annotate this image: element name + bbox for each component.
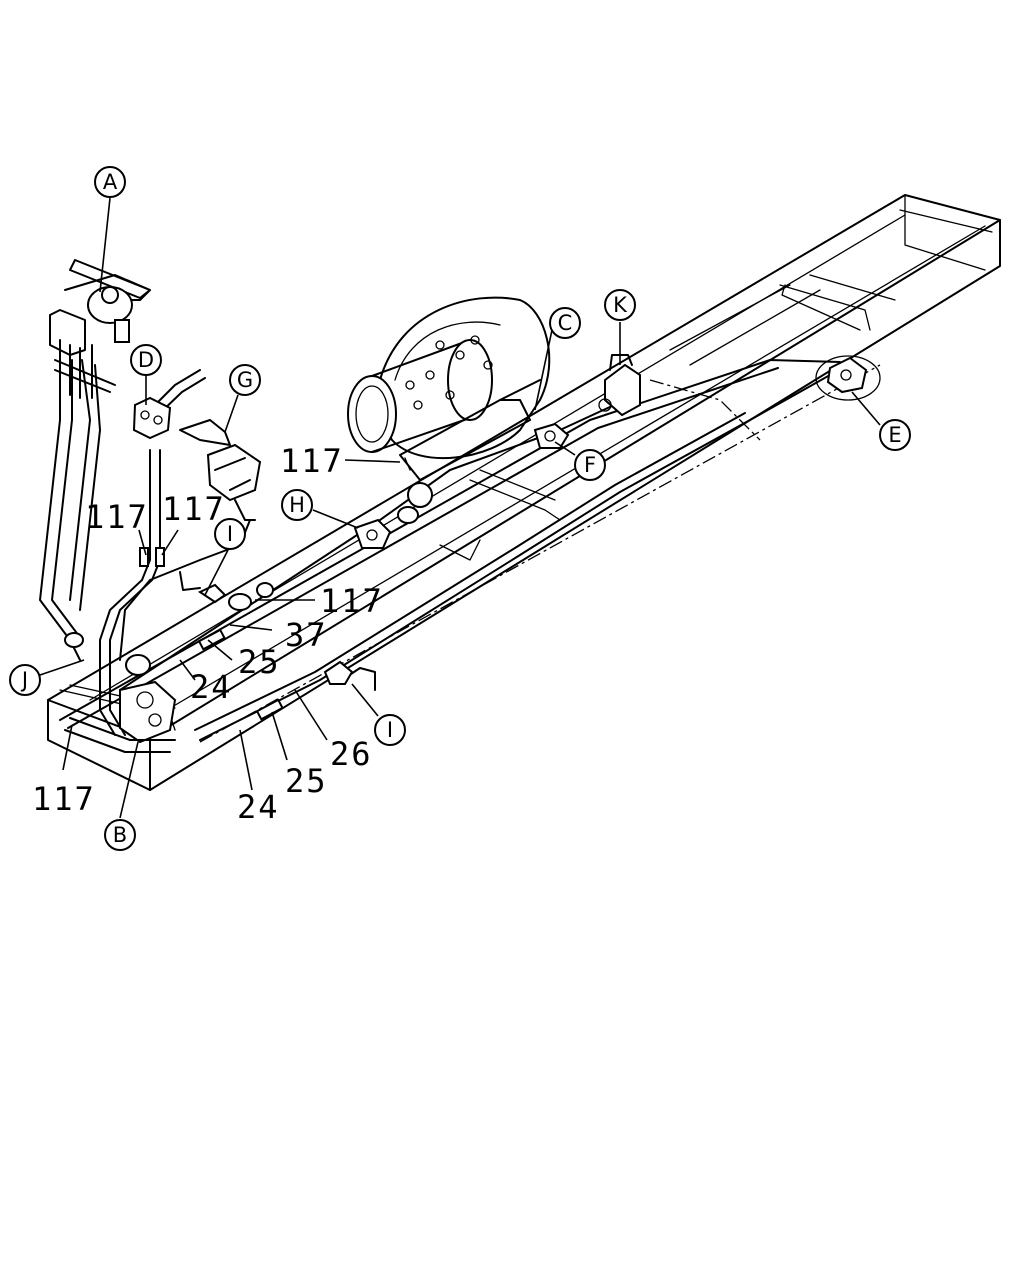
valve-D <box>132 396 172 440</box>
callout-E: E <box>879 419 911 451</box>
part-24-lower: 24 <box>237 788 280 826</box>
part-26: 26 <box>330 735 373 773</box>
tank-assembly <box>347 296 551 481</box>
svg-text:B: B <box>113 823 127 847</box>
part-37: 37 <box>285 616 328 654</box>
part-24-upper: 24 <box>190 668 233 706</box>
part-25-lower: 25 <box>285 762 328 800</box>
part-117-bottom: 117 <box>32 780 96 818</box>
fittings <box>64 482 433 721</box>
svg-text:I: I <box>227 522 233 546</box>
callout-I-upper: I <box>214 518 246 550</box>
valve-E <box>815 355 881 401</box>
svg-text:D: D <box>138 348 154 372</box>
valve-H <box>353 506 419 549</box>
svg-text:K: K <box>613 293 628 317</box>
svg-text:H: H <box>289 493 305 517</box>
valve-G <box>179 419 262 521</box>
callout-F: F <box>574 449 606 481</box>
part-25-upper: 25 <box>238 643 281 681</box>
leader-lines <box>39 197 881 819</box>
chassis-frame <box>47 194 1001 791</box>
svg-text:J: J <box>20 668 28 692</box>
callout-K: K <box>604 289 636 321</box>
part-117-tank: 117 <box>280 442 344 480</box>
valve-B <box>64 680 177 753</box>
callout-C: C <box>549 307 581 339</box>
part-117-left-a: 117 <box>85 498 149 536</box>
svg-text:G: G <box>237 368 253 392</box>
part-117-mid: 117 <box>320 582 384 620</box>
valve-F <box>533 422 570 449</box>
svg-text:I: I <box>387 718 393 742</box>
callout-D: D <box>130 344 162 376</box>
callout-I-lower: I <box>374 714 406 746</box>
svg-text:C: C <box>558 311 573 335</box>
svg-text:F: F <box>584 453 596 477</box>
part-117-left-b: 117 <box>162 490 226 528</box>
callout-G: G <box>229 364 261 396</box>
callout-A: A <box>94 166 126 198</box>
master-cylinder <box>49 259 151 399</box>
callout-J: J <box>9 664 41 696</box>
callout-B: B <box>104 819 136 851</box>
svg-text:A: A <box>103 170 118 194</box>
svg-text:E: E <box>888 423 901 447</box>
callout-H: H <box>281 489 313 521</box>
